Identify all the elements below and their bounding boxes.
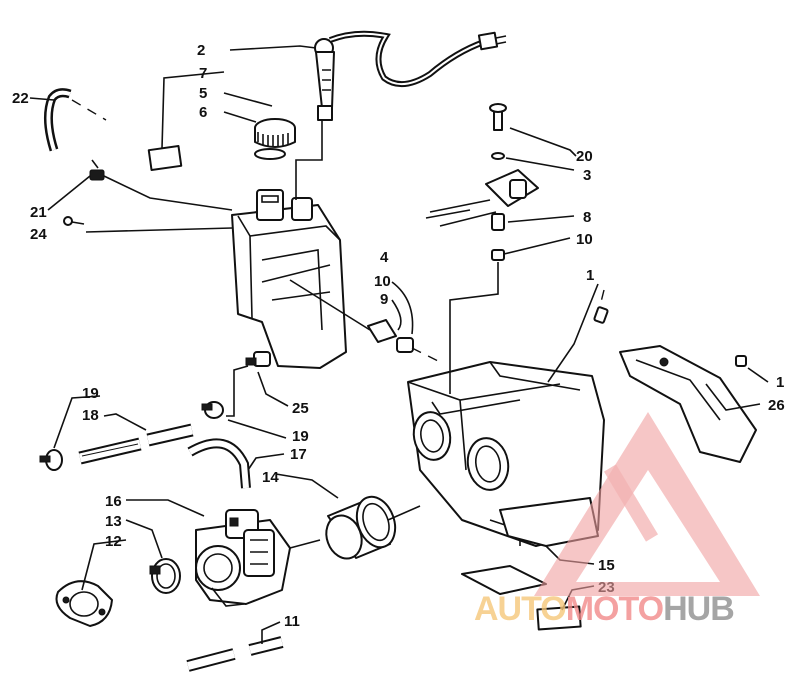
- vent-fitting: [89, 159, 105, 181]
- pump-nut: [491, 249, 505, 261]
- callout-10-tank: 10: [374, 273, 391, 290]
- watermark: AUTOMOTOHUB: [474, 412, 760, 628]
- cap-gasket: [254, 148, 286, 160]
- watermark-auto: AUTO: [474, 590, 566, 628]
- callout-18: 18: [82, 407, 99, 424]
- callout-8: 8: [583, 209, 591, 226]
- callout-13: 13: [105, 513, 122, 530]
- callout-19-top: 19: [82, 385, 99, 402]
- tank-cap: [254, 118, 296, 148]
- callout-4: 4: [380, 249, 389, 266]
- callout-14: 14: [262, 469, 279, 486]
- spacer-nut: [396, 337, 414, 353]
- airbox-screw-right: [735, 355, 747, 367]
- outlet-fitting: [245, 351, 271, 367]
- callout-17: 17: [290, 446, 307, 463]
- watermark-moto: MOTO: [566, 590, 664, 628]
- callout-16: 16: [105, 493, 122, 510]
- leader-lines: [29, 45, 769, 644]
- callout-20: 20: [576, 148, 593, 165]
- decal-plate: [147, 145, 183, 171]
- callout-10-pump: 10: [576, 231, 593, 248]
- callout-5: 5: [199, 85, 207, 102]
- foam-pad-piece: [536, 605, 582, 631]
- callout-3: 3: [583, 167, 591, 184]
- callout-25: 25: [292, 400, 309, 417]
- callout-12: 12: [105, 533, 122, 550]
- callout-15: 15: [598, 557, 615, 574]
- callout-1-airbox: 1: [586, 267, 594, 284]
- airbox-screw-top: [593, 306, 609, 324]
- oil-line-right: [146, 423, 194, 447]
- callout-22: 22: [12, 90, 29, 107]
- callout-11: 11: [284, 613, 300, 630]
- callout-labels: 2 7 5 6 22 21 24 4 10 9 20 3 8 10 1 1 26…: [12, 42, 785, 630]
- fuel-line: [186, 636, 284, 672]
- tank-screw: [63, 216, 85, 226]
- oil-level-sender: [314, 38, 335, 121]
- callout-24: 24: [30, 226, 47, 243]
- watermark-triangle-icon: [534, 412, 760, 596]
- callout-19-right: 19: [292, 428, 309, 445]
- pump-spacer: [491, 213, 505, 231]
- tank-spacer: [367, 319, 397, 343]
- pump-washer: [491, 152, 505, 160]
- sender-wire: [328, 30, 486, 87]
- airbox-bracket: [619, 345, 757, 463]
- oil-line-left: [78, 437, 142, 465]
- oil-tank: [231, 189, 347, 369]
- callout-21: 21: [30, 204, 47, 221]
- pump-bolt: [489, 103, 507, 131]
- callout-1-bracket: 1: [776, 374, 784, 391]
- carburetor: [195, 509, 291, 607]
- watermark-hub: HUB: [663, 590, 734, 628]
- hose-clamp-left: [39, 449, 63, 471]
- callout-26: 26: [768, 397, 785, 414]
- wire-connector: [477, 31, 507, 51]
- intake-flange: [55, 580, 113, 627]
- callout-9: 9: [380, 291, 388, 308]
- carb-clamp: [149, 558, 181, 594]
- fuel-pump: [425, 169, 539, 227]
- hose-clamp-right: [201, 401, 224, 419]
- callout-7: 7: [199, 65, 207, 82]
- svg-text:AUTOMOTOHUB: AUTOMOTOHUB: [474, 590, 734, 628]
- callout-6: 6: [199, 104, 207, 121]
- callout-2: 2: [197, 42, 205, 59]
- intake-boot: [325, 495, 397, 560]
